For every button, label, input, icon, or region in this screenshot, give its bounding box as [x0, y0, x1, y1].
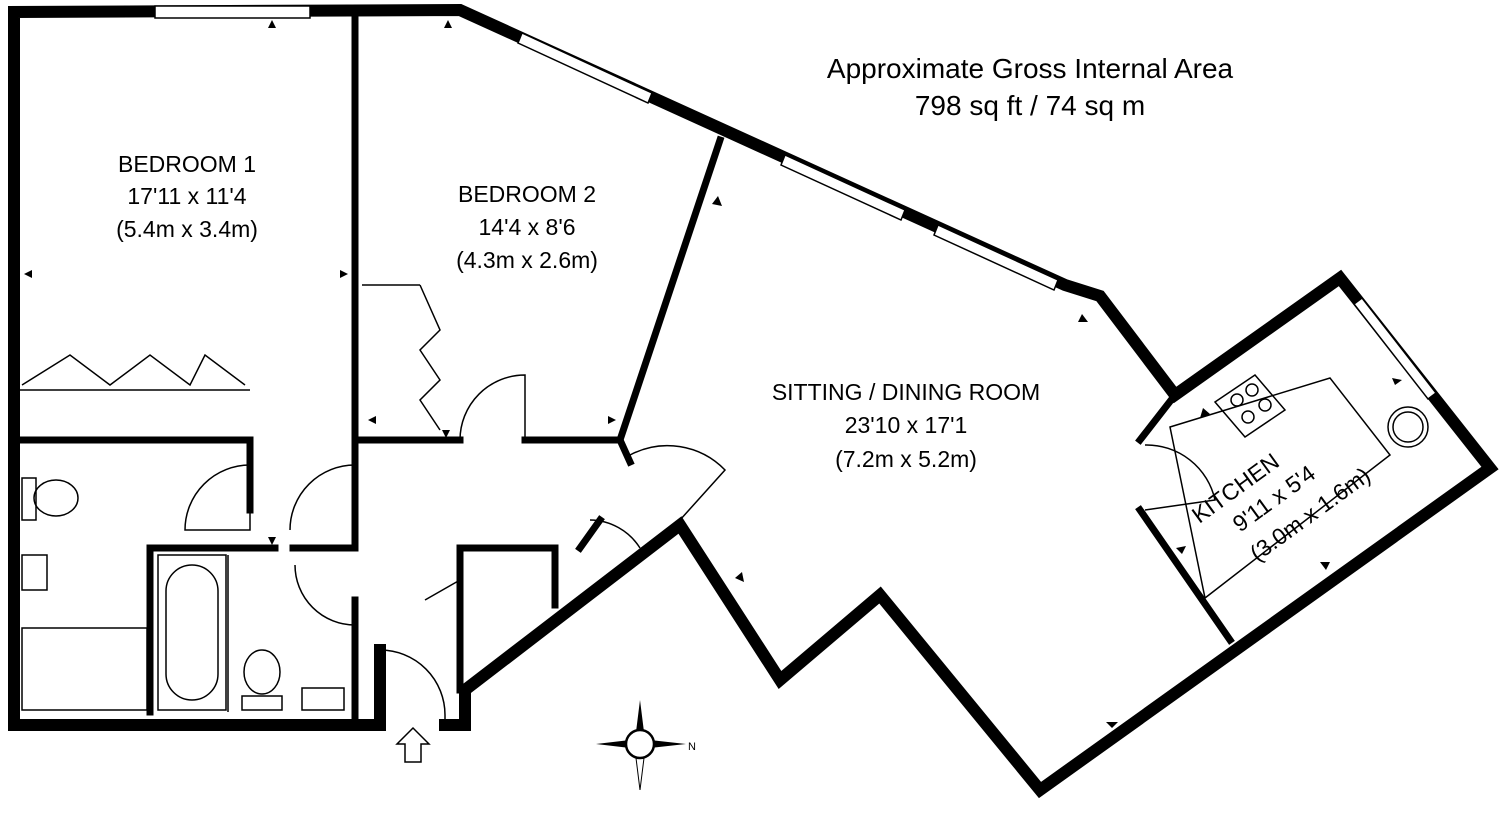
room-label-kitchen: KITCHEN 9'11 x 5'4 (3.0m x 1.6m) — [1187, 448, 1375, 567]
room-name: BEDROOM 1 — [118, 151, 256, 177]
room-dimensions-metric: (7.2m x 5.2m) — [835, 446, 977, 472]
room-label-bedroom-2: BEDROOM 2 14'4 x 8'6 (4.3m x 2.6m) — [456, 181, 598, 273]
interior-walls — [10, 8, 1235, 729]
toilet-icon — [33, 479, 79, 517]
room-dimensions-imperial: 14'4 x 8'6 — [478, 214, 575, 240]
room-name: SITTING / DINING ROOM — [772, 379, 1040, 405]
room-dimensions-imperial: 17'11 x 11'4 — [127, 183, 246, 209]
area-summary: Approximate Gross Internal Area 798 sq f… — [827, 53, 1234, 121]
room-dimensions-imperial: 23'10 x 17'1 — [845, 412, 968, 438]
room-label-bedroom-1: BEDROOM 1 17'11 x 11'4 (5.4m x 3.4m) — [116, 151, 258, 242]
toilet-icon — [243, 649, 281, 695]
area-value: 798 sq ft / 74 sq m — [915, 90, 1145, 121]
doors — [184, 374, 1216, 725]
area-title: Approximate Gross Internal Area — [827, 53, 1234, 84]
kitchen-fixtures — [1169, 374, 1429, 600]
windows — [154, 5, 1438, 401]
compass-icon: N — [596, 700, 696, 791]
bathroom-fixtures — [21, 477, 345, 712]
room-label-sitting-dining: SITTING / DINING ROOM 23'10 x 17'1 (7.2m… — [772, 379, 1040, 472]
entrance-arrow-icon — [395, 726, 431, 763]
wardrobes — [14, 284, 441, 431]
basin-icon — [301, 687, 345, 711]
room-dimensions-metric: (5.4m x 3.4m) — [116, 216, 258, 242]
basin-icon — [21, 554, 48, 591]
compass-north-label: N — [688, 741, 696, 753]
room-name: BEDROOM 2 — [458, 181, 596, 207]
dimension-markers — [24, 20, 1402, 728]
hob-icon — [1213, 374, 1287, 438]
room-dimensions-metric: (4.3m x 2.6m) — [456, 247, 598, 273]
sink-icon — [1387, 406, 1429, 448]
